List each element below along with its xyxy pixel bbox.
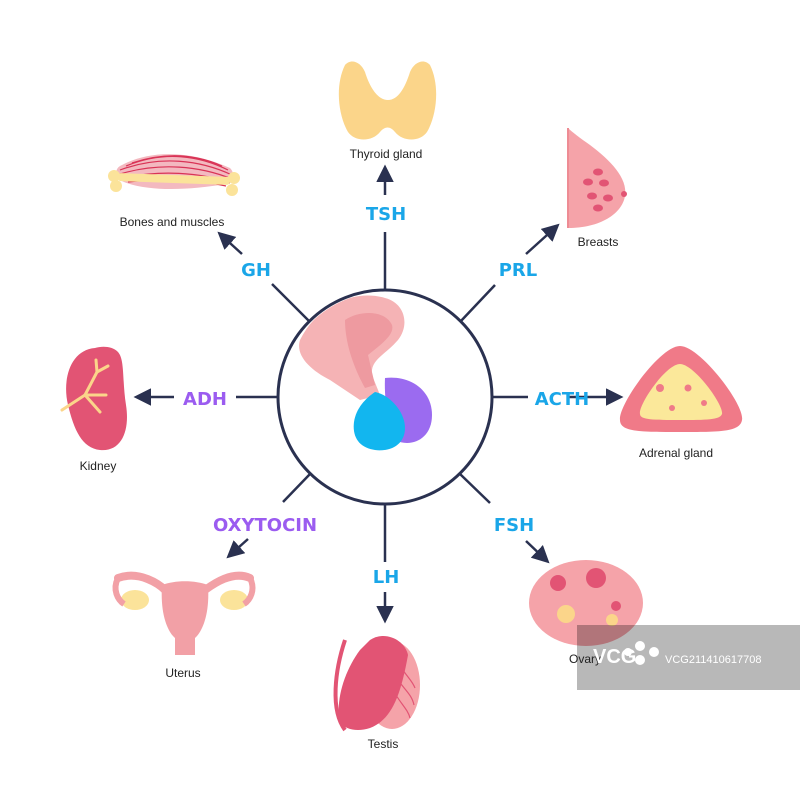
label-ovary: Ovary bbox=[569, 652, 601, 666]
hormone-tsh: TSH bbox=[366, 204, 406, 225]
arrow-oxytocin bbox=[226, 538, 249, 559]
watermark-logo-icon bbox=[624, 641, 659, 665]
testis-illustration bbox=[333, 635, 420, 732]
watermark-code: VCG211410617708 bbox=[665, 654, 761, 666]
adrenal-gland-illustration bbox=[619, 346, 743, 432]
label-testis: Testis bbox=[368, 737, 399, 751]
hormone-adh: ADH bbox=[183, 389, 227, 410]
bones-and-muscles-illustration bbox=[108, 154, 240, 196]
hormone-oxytocin: OXYTOCIN bbox=[213, 515, 317, 536]
hormone-acth: ACTH bbox=[535, 389, 589, 410]
hormone-gh: GH bbox=[241, 260, 271, 281]
watermark: Ovary VCG VCG211410617708 bbox=[569, 625, 800, 690]
line-prl bbox=[459, 284, 496, 323]
hormone-fsh: FSH bbox=[494, 515, 534, 536]
label-uterus: Uterus bbox=[165, 666, 200, 680]
hormone-prl: PRL bbox=[499, 260, 538, 281]
breast-illustration bbox=[567, 128, 627, 228]
kidney-illustration bbox=[60, 346, 127, 451]
arrow-fsh bbox=[525, 540, 550, 564]
label-thyroid-gland: Thyroid gland bbox=[350, 147, 423, 161]
arrow-prl bbox=[525, 223, 560, 255]
hormone-lh: LH bbox=[373, 567, 400, 588]
label-bones-and-muscles: Bones and muscles bbox=[120, 215, 225, 229]
line-gh bbox=[271, 283, 311, 323]
label-adrenal-gland: Adrenal gland bbox=[639, 446, 713, 460]
label-breasts: Breasts bbox=[578, 235, 619, 249]
pituitary-gland bbox=[276, 288, 494, 506]
label-kidney: Kidney bbox=[80, 459, 117, 473]
uterus-illustration bbox=[112, 571, 256, 655]
line-oxytocin bbox=[282, 473, 311, 503]
line-fsh bbox=[459, 473, 491, 504]
arrow-gh bbox=[217, 231, 243, 255]
watermark-logo-text: VCG bbox=[593, 646, 636, 668]
thyroid-gland-illustration bbox=[338, 61, 437, 140]
ovary-illustration bbox=[529, 560, 643, 646]
connector-lines bbox=[133, 164, 624, 624]
